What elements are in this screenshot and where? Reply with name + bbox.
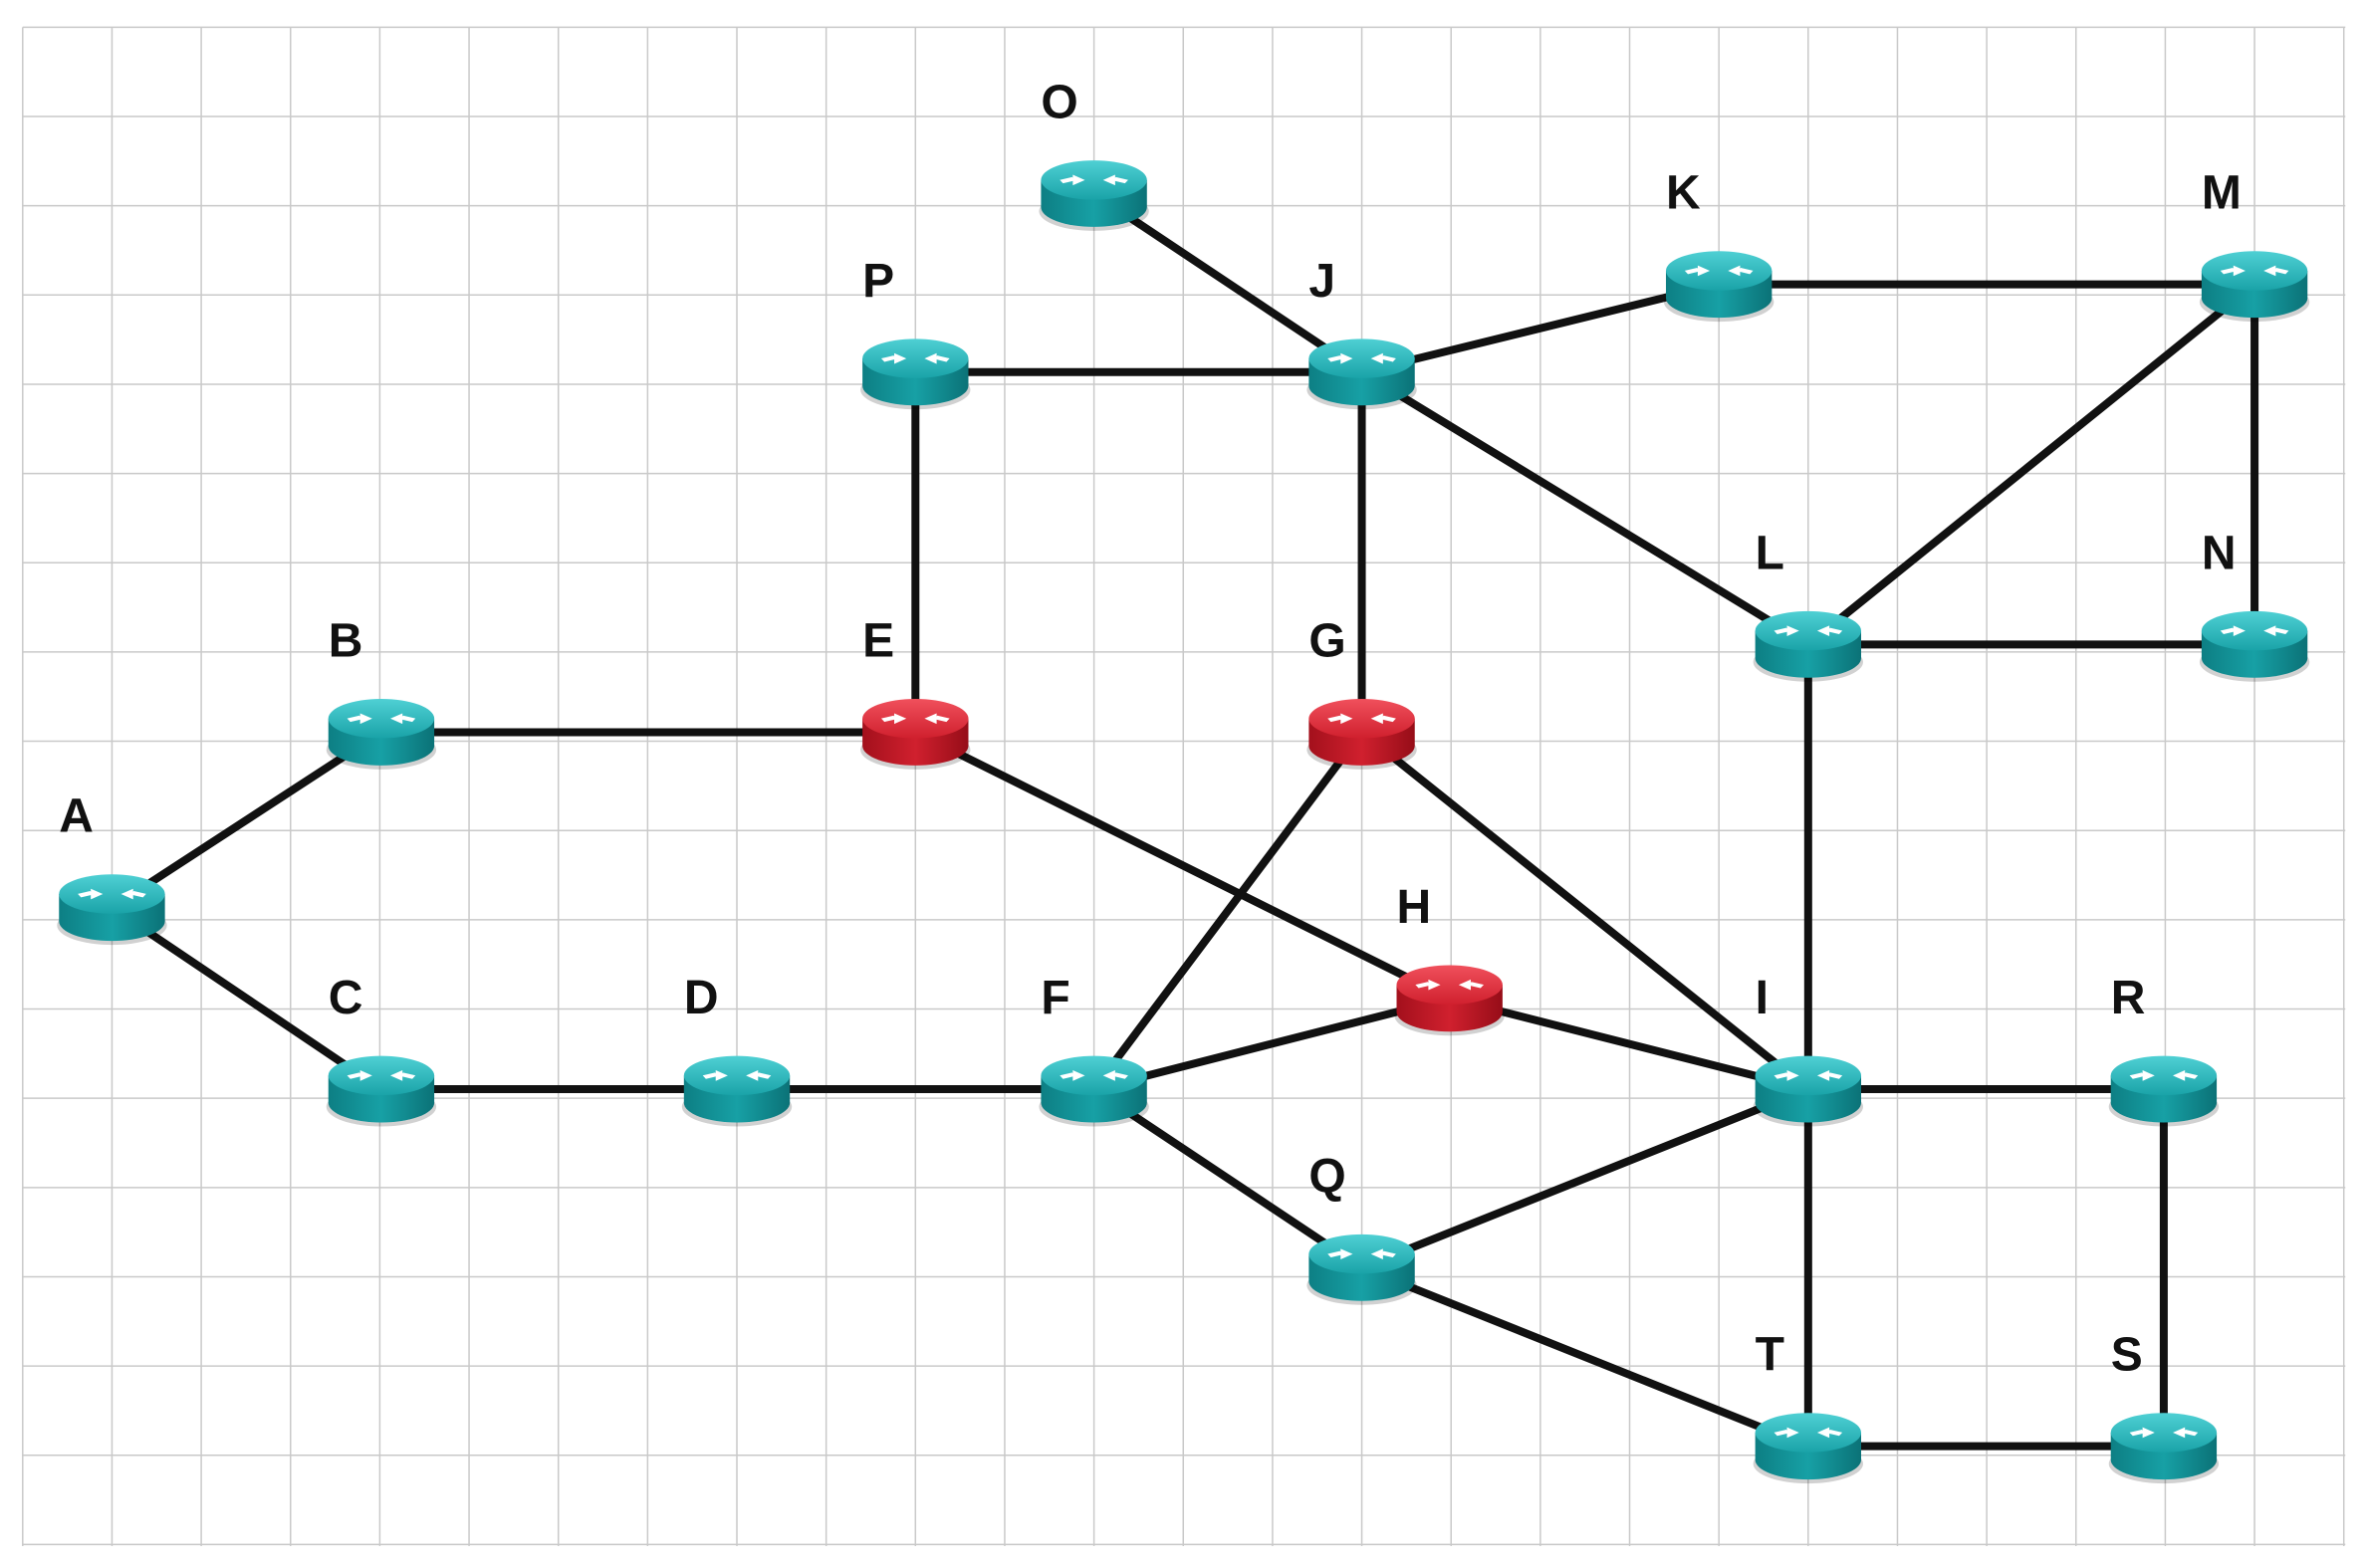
- router-t[interactable]: T: [1753, 1329, 1864, 1484]
- router-i[interactable]: I: [1753, 972, 1864, 1127]
- router-label-a: A: [59, 790, 94, 843]
- router-c[interactable]: C: [326, 972, 437, 1127]
- router-icon: [681, 1055, 793, 1127]
- router-m[interactable]: M: [2199, 167, 2310, 323]
- router-b[interactable]: B: [326, 614, 437, 770]
- router-label-r: R: [2111, 972, 2146, 1024]
- router-icon: [1753, 1413, 1864, 1484]
- link-g-f: [1089, 728, 1366, 1094]
- link-e-h: [911, 728, 1454, 1003]
- router-label-o: O: [1041, 77, 1077, 129]
- router-icon: [1753, 1055, 1864, 1127]
- router-label-q: Q: [1308, 1150, 1345, 1203]
- link-h-i: [1445, 994, 1812, 1094]
- router-q[interactable]: Q: [1306, 1150, 1417, 1305]
- router-p[interactable]: P: [860, 255, 971, 410]
- router-icon: [860, 338, 971, 410]
- router-icon: [860, 699, 971, 770]
- router-label-j: J: [1308, 255, 1335, 308]
- router-label-h: H: [1397, 881, 1432, 934]
- router-icon: [2199, 610, 2310, 682]
- router-label-c: C: [329, 972, 363, 1024]
- router-icon: [1306, 1233, 1417, 1305]
- router-icon: [2108, 1055, 2220, 1127]
- router-icon: [1306, 699, 1417, 770]
- router-label-s: S: [2111, 1329, 2143, 1382]
- router-o[interactable]: O: [1039, 77, 1149, 231]
- router-icon: [326, 1055, 437, 1127]
- link-j-k: [1357, 280, 1724, 376]
- router-f[interactable]: F: [1039, 972, 1149, 1127]
- router-k[interactable]: K: [1663, 167, 1774, 323]
- router-label-n: N: [2202, 527, 2237, 579]
- router-icon: [1039, 1055, 1149, 1127]
- link-j-l: [1357, 367, 1812, 649]
- link-a-c: [108, 903, 385, 1094]
- link-f-q: [1089, 1085, 1366, 1272]
- router-s[interactable]: S: [2108, 1329, 2220, 1484]
- router-icon: [1394, 965, 1505, 1036]
- router-g[interactable]: G: [1306, 614, 1417, 770]
- router-label-g: G: [1308, 614, 1345, 667]
- router-d[interactable]: D: [681, 972, 793, 1127]
- router-label-i: I: [1756, 972, 1769, 1024]
- router-j[interactable]: J: [1306, 255, 1417, 410]
- background-grid: [22, 26, 2346, 1546]
- router-icon: [57, 874, 167, 946]
- router-l[interactable]: L: [1753, 527, 1864, 682]
- router-label-m: M: [2202, 167, 2242, 220]
- link-q-t: [1357, 1263, 1812, 1451]
- router-icon: [2199, 251, 2310, 323]
- router-h[interactable]: H: [1394, 881, 1505, 1036]
- router-icon: [326, 699, 437, 770]
- router-label-d: D: [684, 972, 719, 1024]
- link-a-b: [108, 728, 385, 912]
- router-a[interactable]: A: [57, 790, 167, 946]
- router-icon: [1306, 338, 1417, 410]
- router-label-b: B: [329, 614, 363, 667]
- router-label-t: T: [1756, 1329, 1784, 1382]
- router-r[interactable]: R: [2108, 972, 2220, 1127]
- router-icon: [1039, 160, 1149, 231]
- router-icon: [1663, 251, 1774, 323]
- router-label-p: P: [862, 255, 894, 308]
- router-label-e: E: [862, 614, 894, 667]
- link-f-h: [1089, 994, 1454, 1094]
- nodes: A B C D E F G H I J K L M N O P Q R S T: [57, 77, 2310, 1484]
- router-label-k: K: [1666, 167, 1701, 220]
- router-label-f: F: [1041, 972, 1069, 1024]
- router-label-l: L: [1756, 527, 1784, 579]
- router-n[interactable]: N: [2199, 527, 2310, 682]
- link-m-l: [1803, 280, 2259, 649]
- link-o-j: [1089, 189, 1366, 376]
- router-icon: [2108, 1413, 2220, 1484]
- link-i-q: [1357, 1085, 1812, 1272]
- router-icon: [1753, 610, 1864, 682]
- links: [108, 189, 2259, 1451]
- link-g-i: [1357, 728, 1812, 1094]
- router-e[interactable]: E: [860, 614, 971, 770]
